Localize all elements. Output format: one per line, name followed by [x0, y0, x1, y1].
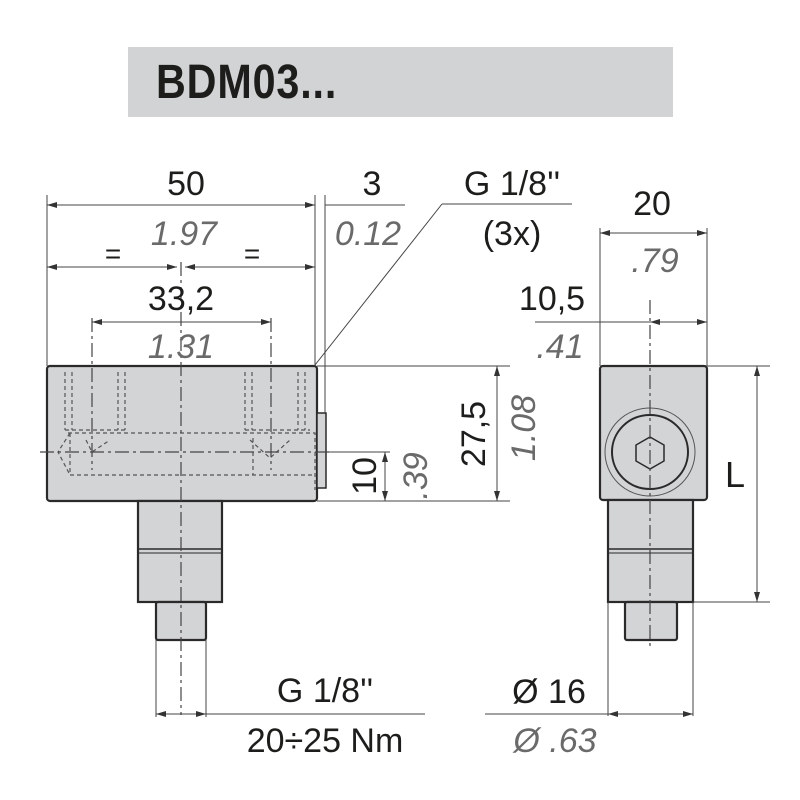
front-view	[40, 195, 572, 717]
side-port-boss	[316, 412, 327, 489]
side-width-mm: 20	[633, 185, 671, 223]
center-offset-mm: 10,5	[519, 280, 585, 318]
port-spacing-mm: 33,2	[148, 280, 214, 318]
diameter-in: Ø .63	[512, 722, 596, 760]
title-bar: BDM03...	[128, 47, 673, 117]
side-view	[485, 228, 770, 717]
diameter-mm: Ø 16	[512, 673, 586, 711]
height-in: 1.08	[505, 395, 543, 461]
side-thread-stub	[623, 600, 679, 642]
side-port-height-mm: 10	[346, 457, 384, 495]
stem	[136, 499, 224, 604]
length-label: L	[725, 454, 745, 495]
side-port-height-in: .39	[397, 452, 435, 499]
equal-mark-right: =	[244, 238, 260, 269]
torque-label: 20÷25 Nm	[247, 722, 404, 760]
width-mm: 50	[167, 165, 205, 203]
model-title: BDM03...	[156, 56, 338, 109]
port-thread-label: G 1/8''	[464, 165, 560, 203]
bottom-thread-label: G 1/8''	[277, 672, 373, 710]
width-in: 1.97	[151, 215, 218, 253]
offset-mm: 3	[363, 165, 382, 203]
center-offset-in: .41	[536, 328, 583, 366]
offset-in: 0.12	[335, 215, 401, 253]
port-count: (3x)	[483, 215, 542, 253]
side-width-in: .79	[631, 242, 678, 280]
port-spacing-in: 1.31	[148, 328, 214, 366]
equal-mark-left: =	[105, 238, 121, 269]
height-mm: 27,5	[455, 401, 493, 467]
